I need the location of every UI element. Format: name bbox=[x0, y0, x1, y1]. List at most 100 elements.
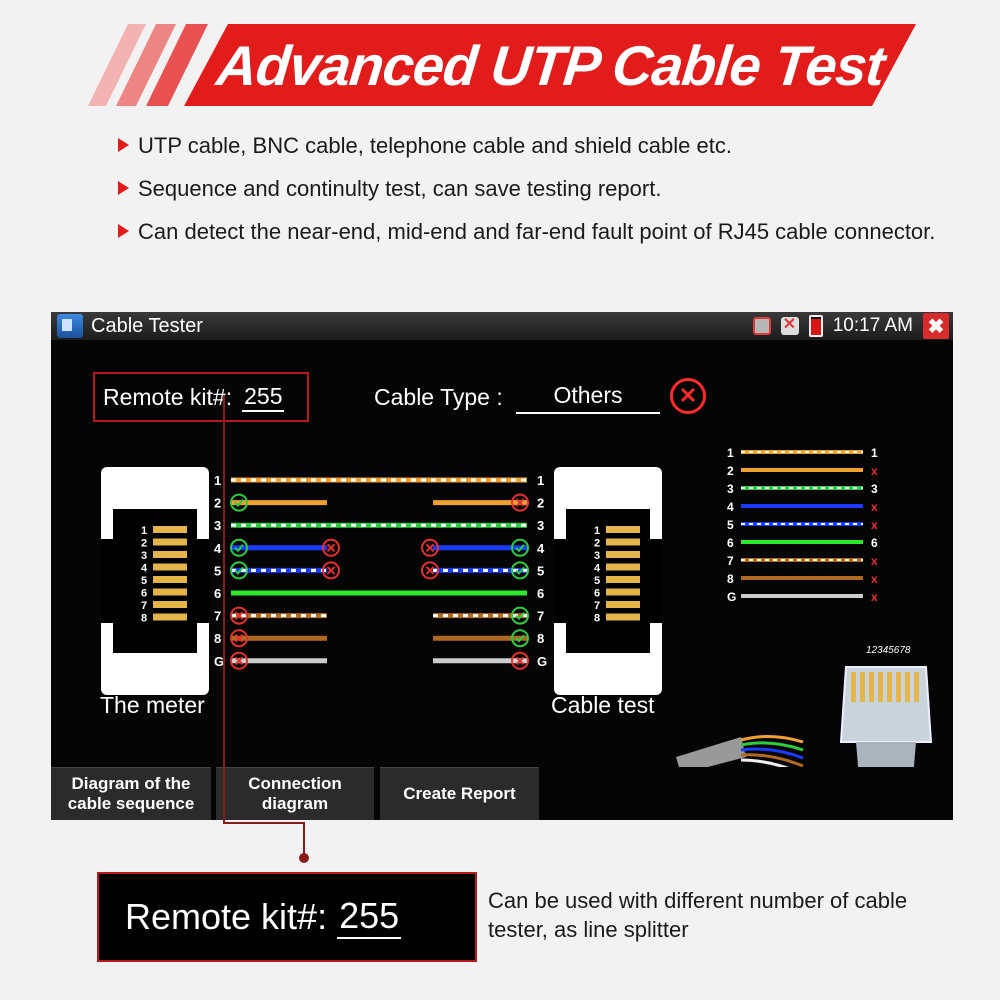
pin-number-right: G bbox=[537, 654, 547, 669]
x-mark bbox=[515, 656, 525, 666]
check-mark bbox=[234, 566, 244, 575]
plug-pin-label: 12345678 bbox=[866, 645, 911, 656]
connector-pin bbox=[606, 576, 640, 583]
remote-kit-zoom-label: Remote kit#: bbox=[125, 896, 328, 937]
x-mark bbox=[234, 656, 244, 666]
connector-pin bbox=[606, 526, 640, 533]
pin-number-right: 6 bbox=[537, 586, 544, 601]
cable-strand bbox=[740, 758, 790, 767]
connector-pin-label: 3 bbox=[141, 550, 147, 562]
connector-pin-label: 5 bbox=[594, 575, 600, 587]
map-right-pin: 1 bbox=[871, 446, 878, 460]
connector-pin-label: 1 bbox=[141, 525, 147, 537]
connector-pin bbox=[153, 563, 187, 571]
plug-contact bbox=[896, 672, 901, 702]
plug-contact bbox=[851, 672, 856, 702]
check-mark bbox=[515, 544, 525, 553]
pin-number-right: 1 bbox=[537, 473, 544, 488]
map-left-pin: 6 bbox=[727, 536, 734, 550]
connector-pin bbox=[153, 551, 187, 558]
connector-pin bbox=[153, 601, 187, 608]
pin-number-left: 4 bbox=[214, 541, 222, 556]
pointer-line bbox=[223, 822, 305, 824]
connector-pin-label: 8 bbox=[141, 613, 147, 625]
cable-type-value[interactable]: Others bbox=[516, 382, 660, 414]
connector-pin-label: 8 bbox=[594, 613, 600, 625]
plug-contact bbox=[869, 672, 874, 702]
ok-check-icon bbox=[230, 493, 248, 512]
pin-number-left: 8 bbox=[214, 631, 221, 646]
meter-connector-notch bbox=[197, 539, 209, 623]
pin-number-right: 8 bbox=[537, 631, 544, 646]
pin-number-right: 4 bbox=[537, 541, 545, 556]
x-mark bbox=[234, 611, 244, 620]
diagram-of-cable-sequence-button[interactable]: Diagram of the cable sequence bbox=[51, 767, 211, 820]
cable-type-label: Cable Type : bbox=[374, 384, 503, 410]
check-mark bbox=[515, 611, 525, 621]
map-right-pin: 6 bbox=[871, 536, 878, 550]
remote-kit-value: 255 bbox=[242, 383, 285, 412]
close-button[interactable]: ✖ bbox=[923, 313, 949, 339]
connector-pin-label: 7 bbox=[141, 600, 147, 612]
connector-pin bbox=[153, 526, 187, 533]
map-left-pin: 3 bbox=[727, 482, 734, 496]
pin-number-right: 2 bbox=[537, 496, 544, 511]
app-title: Cable Tester bbox=[91, 314, 203, 337]
map-left-pin: 5 bbox=[727, 518, 734, 532]
header-banner: Advanced UTP Cable Test bbox=[184, 24, 916, 106]
cable-tester-app-icon bbox=[57, 314, 83, 338]
connector-pin-label: 2 bbox=[594, 538, 600, 550]
plug-contact bbox=[860, 672, 865, 702]
fail-x-icon bbox=[511, 493, 529, 512]
device-screen: Cable Tester 10:17 AM ✖ Remote kit#: 255… bbox=[51, 312, 953, 820]
ok-check-icon bbox=[511, 629, 529, 648]
meter-connector-notch bbox=[101, 539, 113, 623]
bullet-triangle-icon bbox=[118, 138, 129, 152]
meter-label: The meter bbox=[100, 692, 205, 718]
ok-check-icon bbox=[230, 538, 248, 557]
x-mark bbox=[326, 566, 336, 575]
fail-x-icon bbox=[322, 561, 340, 580]
check-mark bbox=[234, 498, 244, 508]
check-mark bbox=[515, 634, 525, 643]
remote-kit-field[interactable]: Remote kit#: 255 bbox=[93, 372, 309, 422]
network-disconnected-icon bbox=[780, 314, 799, 335]
connector-pin-label: 3 bbox=[594, 550, 600, 562]
connector-pin bbox=[606, 601, 640, 608]
connector-pin-label: 6 bbox=[141, 588, 147, 600]
fail-x-icon bbox=[322, 538, 340, 557]
map-left-pin: 2 bbox=[727, 464, 734, 478]
connector-pin-label: 4 bbox=[594, 563, 601, 575]
fail-x-icon bbox=[421, 561, 439, 580]
pin-number-left: G bbox=[214, 654, 224, 669]
plug-contact bbox=[878, 672, 883, 702]
map-left-pin: 7 bbox=[727, 554, 734, 568]
cable-strand bbox=[740, 735, 804, 744]
connector-pin-label: 6 bbox=[594, 588, 600, 600]
plug-contact bbox=[914, 672, 919, 702]
status-bar: Cable Tester 10:17 AM ✖ bbox=[51, 312, 953, 340]
cable-strand bbox=[740, 741, 804, 752]
create-report-button[interactable]: Create Report bbox=[380, 767, 539, 820]
pin-number-left: 1 bbox=[214, 473, 221, 488]
pin-number-left: 7 bbox=[214, 609, 221, 624]
connector-pin-label: 4 bbox=[141, 563, 148, 575]
fail-x-icon bbox=[230, 606, 248, 625]
connection-diagram-button[interactable]: Connection diagram bbox=[216, 767, 374, 820]
map-right-pin: 3 bbox=[871, 482, 878, 496]
connector-pin bbox=[153, 538, 187, 546]
pointer-dot bbox=[299, 853, 309, 863]
map-left-pin: 4 bbox=[727, 500, 734, 514]
pin-number-left: 5 bbox=[214, 563, 221, 578]
ok-check-icon bbox=[511, 606, 529, 625]
map-left-pin: 8 bbox=[727, 572, 734, 586]
map-fail-mark: x bbox=[871, 518, 878, 532]
cable-test-label: Cable test bbox=[551, 692, 655, 718]
cable-test-connector-notch bbox=[650, 539, 662, 623]
connector-pin-label: 5 bbox=[141, 575, 147, 587]
pin-number-right: 5 bbox=[537, 563, 544, 578]
cable-strand bbox=[740, 753, 804, 767]
map-left-pin: 1 bbox=[727, 446, 734, 460]
fail-x-icon bbox=[511, 651, 529, 670]
